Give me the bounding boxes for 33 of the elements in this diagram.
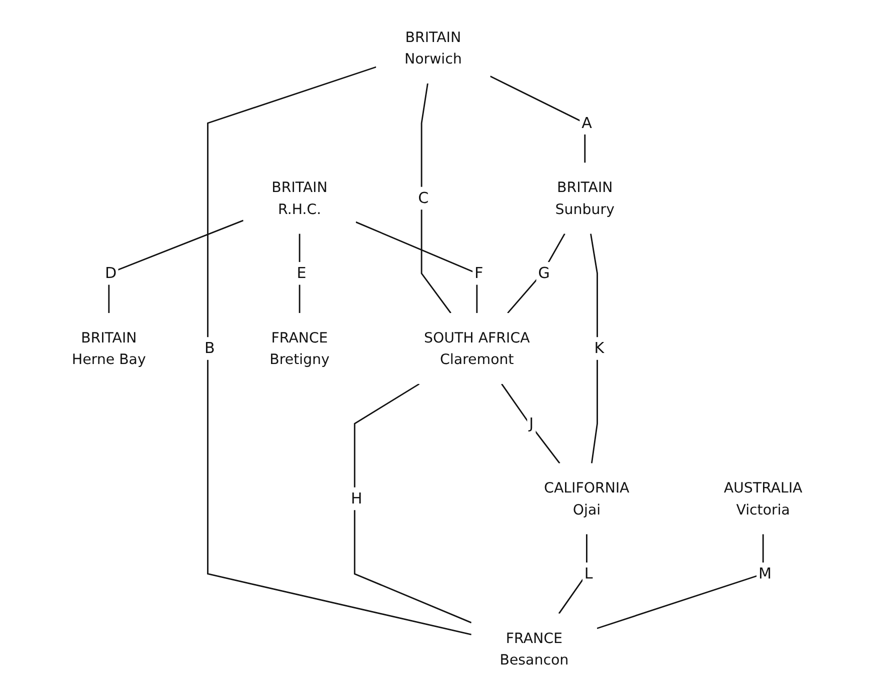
- connector: [206, 66, 472, 636]
- edge-label: L: [584, 564, 593, 582]
- connector: [500, 384, 560, 464]
- connector: [590, 234, 598, 464]
- edge-label: M: [758, 564, 772, 582]
- node-text: SOUTH AFRICA Claremont: [424, 329, 530, 368]
- node-text: CALIFORNIA Ojai: [544, 479, 630, 518]
- edge-label: H: [350, 489, 362, 508]
- node-text: AUSTRALIA Victoria: [724, 479, 802, 518]
- edge-label: C: [418, 188, 429, 207]
- edge-label: F: [474, 264, 484, 282]
- network-diagram: A B C D E F G H J K L M BRITAIN Norwich BRITAIN R.H.C. BRITAIN Sunbury BRITAIN Herne Bay AUSTRALIA Victoria SOUTH AFRICA Claremont FRANCE Bretigny CALIFORNIA Ojai FRANCE Besancon: [36, 5, 838, 692]
- node-text: BRITAIN Herne Bay: [72, 329, 146, 368]
- edge-label: A: [581, 114, 592, 132]
- connector: [558, 534, 588, 614]
- connector: [596, 534, 764, 630]
- edge-label: D: [104, 264, 116, 282]
- connector: [490, 76, 586, 163]
- edge-label: B: [204, 339, 215, 357]
- node-text: FRANCE Bretigny: [270, 329, 330, 368]
- node-text: BRITAIN Norwich: [404, 28, 462, 67]
- edge-label: K: [594, 339, 604, 357]
- edge-label: E: [296, 264, 306, 282]
- connector: [108, 220, 244, 314]
- node-text: BRITAIN Sunbury: [555, 178, 614, 218]
- connector: [354, 383, 472, 624]
- node-text: FRANCE Besancon: [500, 630, 569, 668]
- connector: [420, 83, 452, 314]
- connector: [355, 221, 478, 314]
- connector: [507, 233, 566, 314]
- edge-label: J: [528, 414, 534, 432]
- node-text: BRITAIN R.H.C.: [272, 178, 328, 218]
- edge-label: G: [538, 264, 550, 282]
